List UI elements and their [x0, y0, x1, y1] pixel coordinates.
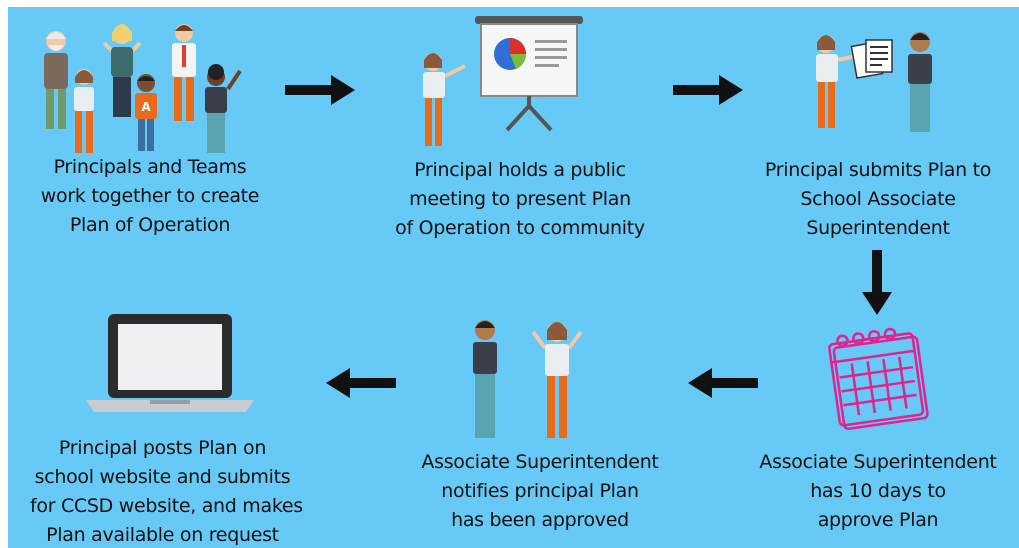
- arrow-left-2: [326, 368, 396, 398]
- team-of-people-icon: A: [44, 24, 242, 153]
- caption-line: Associate Superintendent: [421, 451, 659, 473]
- step-3-caption: Principal submits Plan to School Associa…: [748, 156, 1008, 243]
- step-5: Associate Superintendent notifies princi…: [405, 318, 675, 540]
- handing-documents-icon: [816, 32, 932, 132]
- caption-line: has 10 days to: [810, 480, 946, 502]
- caption-line: meeting to present Plan: [409, 188, 631, 210]
- caption-line: Plan of Operation: [69, 214, 231, 236]
- step-6-caption: Principal posts Plan on school website a…: [30, 434, 303, 548]
- arrow-right-1: [285, 75, 355, 105]
- laptop-icon: [86, 314, 254, 412]
- step-4-caption: Associate Superintendent has 10 days to …: [748, 448, 1008, 535]
- caption-line: Principal holds a public: [414, 159, 626, 181]
- step-2-caption: Principal holds a public meeting to pres…: [385, 156, 655, 243]
- caption-line: work together to create: [40, 185, 260, 207]
- arrow-down: [862, 250, 892, 315]
- caption-line: Principals and Teams: [53, 156, 247, 178]
- caption-line: Associate Superintendent: [759, 451, 997, 473]
- step-6: Principal posts Plan on school website a…: [30, 312, 303, 548]
- caption-line: Superintendent: [806, 217, 950, 239]
- caption-line: approve Plan: [817, 509, 939, 531]
- caption-line: school website and submits: [34, 466, 291, 488]
- caption-line: Plan available on request: [46, 524, 279, 546]
- step-1: A Principals and T: [30, 15, 270, 250]
- calendar-icon: [828, 327, 929, 430]
- caption-line: for CCSD website, and makes: [30, 495, 303, 517]
- caption-line: has been approved: [451, 509, 629, 531]
- arrow-left-1: [688, 368, 758, 398]
- step-5-caption: Associate Superintendent notifies princi…: [405, 448, 675, 535]
- caption-line: Principal posts Plan on: [58, 437, 267, 459]
- two-people-approval-icon: [473, 320, 583, 438]
- step-4: Associate Superintendent has 10 days to …: [748, 320, 1008, 540]
- step-2: Principal holds a public meeting to pres…: [385, 14, 655, 249]
- caption-line: of Operation to community: [395, 217, 645, 239]
- step-1-caption: Principals and Teams work together to cr…: [30, 153, 270, 240]
- caption-line: notifies principal Plan: [441, 480, 639, 502]
- caption-line: School Associate: [800, 188, 956, 210]
- presentation-easel-icon: [423, 16, 583, 146]
- caption-line: Principal submits Plan to: [764, 159, 992, 181]
- step-3: Principal submits Plan to School Associa…: [748, 20, 1008, 250]
- arrow-right-2: [673, 75, 743, 105]
- svg-text:A: A: [141, 100, 151, 114]
